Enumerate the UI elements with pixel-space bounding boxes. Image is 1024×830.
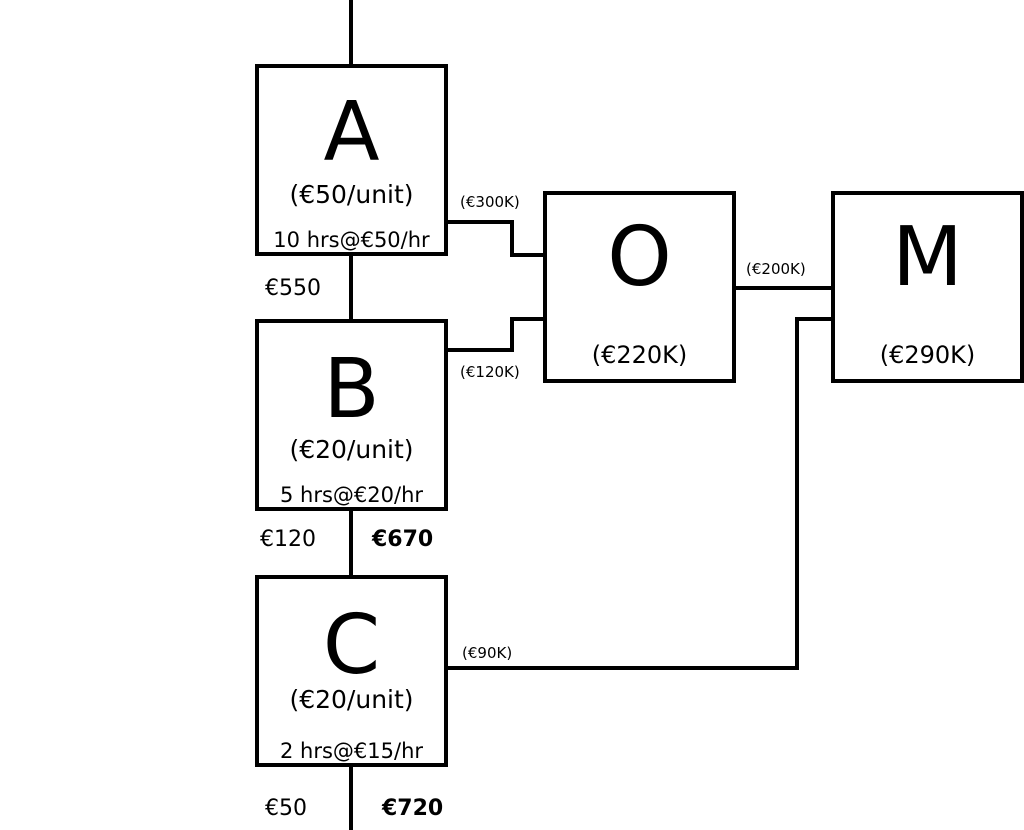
node-b-hours: 5 hrs@€20/hr bbox=[279, 483, 424, 507]
bc-right-label: €670 bbox=[372, 527, 434, 552]
node-c-hours: 2 hrs@€15/hr bbox=[279, 739, 424, 763]
node-a-letter: A bbox=[323, 85, 380, 180]
o-to-m-label: (€200K) bbox=[746, 260, 806, 278]
node-b-letter: B bbox=[323, 342, 380, 437]
node-b-unit-rate: (€20/unit) bbox=[289, 435, 414, 464]
node-c: C (€20/unit) 2 hrs@€15/hr bbox=[255, 575, 448, 767]
node-o: O (€220K) bbox=[543, 191, 736, 383]
node-m: M (€290K) bbox=[831, 191, 1024, 383]
node-a: A (€50/unit) 10 hrs@€50/hr bbox=[255, 64, 448, 256]
node-c-unit-rate: (€20/unit) bbox=[289, 685, 414, 714]
bc-left-label: €120 bbox=[260, 527, 316, 552]
c-to-m-label: (€90K) bbox=[462, 644, 513, 662]
c-to-m-line bbox=[447, 317, 831, 670]
node-a-hours: 10 hrs@€50/hr bbox=[273, 228, 430, 252]
b-to-o-line bbox=[447, 317, 543, 352]
node-b: B (€20/unit) 5 hrs@€20/hr bbox=[255, 319, 448, 511]
a-to-o-line bbox=[447, 220, 543, 257]
c-bottom-right-label: €720 bbox=[382, 796, 444, 821]
node-o-letter: O bbox=[607, 210, 672, 305]
b-to-o-label: (€120K) bbox=[460, 363, 520, 381]
node-o-cost: (€220K) bbox=[591, 341, 688, 369]
c-bottom-left-label: €50 bbox=[265, 796, 307, 821]
node-a-unit-rate: (€50/unit) bbox=[289, 180, 414, 209]
node-m-letter: M bbox=[892, 210, 963, 305]
node-m-cost: (€290K) bbox=[879, 341, 976, 369]
ab-left-label: €550 bbox=[265, 276, 321, 301]
node-c-letter: C bbox=[322, 598, 381, 693]
a-to-o-label: (€300K) bbox=[460, 193, 520, 211]
